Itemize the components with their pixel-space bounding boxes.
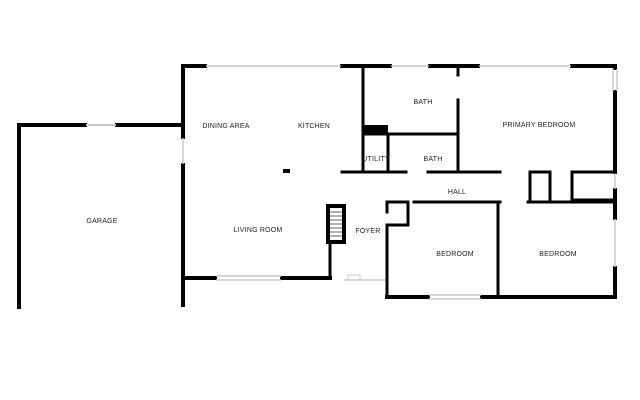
fireplace (326, 204, 346, 244)
room-label-bath-lower: BATH (424, 156, 443, 163)
room-label-kitchen: KITCHEN (298, 123, 330, 130)
room-label-foyer: FOYER (355, 228, 380, 235)
front-door-step (347, 274, 361, 281)
windows (182, 65, 618, 300)
garage-walls (17, 123, 185, 309)
room-label-utility: UTILITY (362, 156, 390, 163)
room-label-bedroom-right: BEDROOM (539, 251, 577, 258)
room-label-dining-area: DINING AREA (202, 123, 249, 130)
kitchen-fixture (283, 169, 290, 173)
room-label-hall: HALL (448, 189, 466, 196)
room-label-bedroom-left: BEDROOM (436, 251, 474, 258)
interior-walls (328, 64, 617, 299)
room-label-bath-upper: BATH (414, 99, 433, 106)
kitchen-appliance (364, 125, 388, 134)
room-label-garage: GARAGE (86, 218, 117, 225)
room-label-living-room: LIVING ROOM (234, 227, 283, 234)
room-label-primary-bedroom: PRIMARY BEDROOM (503, 122, 576, 129)
